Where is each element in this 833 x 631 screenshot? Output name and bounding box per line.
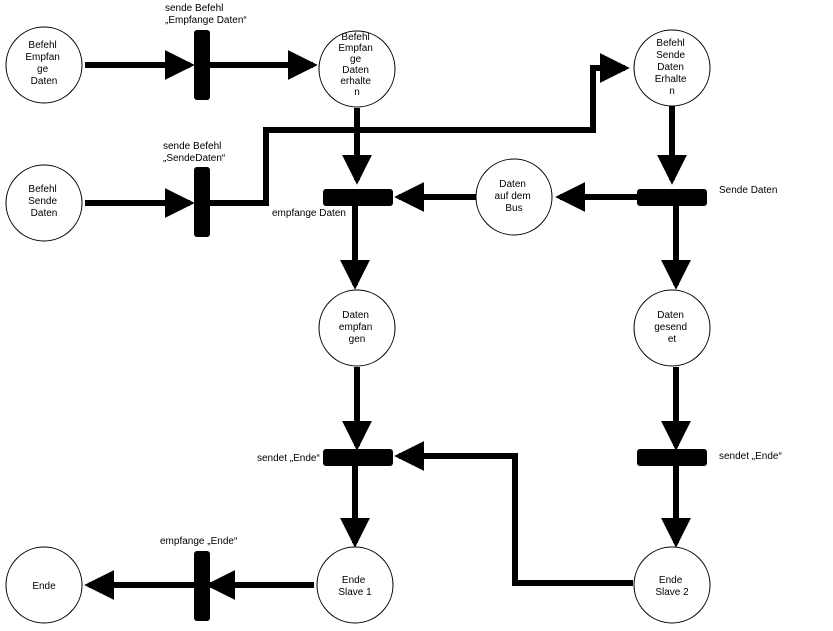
arcs xyxy=(84,50,691,600)
place-label-ende: Ende xyxy=(32,581,56,592)
place-daten-auf-dem-bus xyxy=(475,158,553,236)
transition-label-sendet-ende-2: sendet „Ende“ xyxy=(719,451,782,462)
transition-sende-daten xyxy=(637,189,707,206)
place-label-ende-slave-1: Ende Slave 1 xyxy=(338,575,372,598)
place-label-daten-empfangen: Daten empfan gen xyxy=(339,310,375,345)
place-label-befehl-sende-daten: Befehl Sende Daten xyxy=(28,184,60,219)
transition-label-sendet-ende-1: sendet „Ende“ xyxy=(257,453,320,464)
transition-label-empfange-ende: empfange „Ende“ xyxy=(160,536,237,547)
place-label-ende-slave-2: Ende Slave 2 xyxy=(655,575,689,598)
transition-label-empfange-daten: empfange Daten xyxy=(272,208,346,219)
place-befehl-sende-daten xyxy=(5,164,83,242)
place-ende xyxy=(5,546,83,624)
place-ende-slave-2 xyxy=(633,546,711,624)
transition-empfange-daten xyxy=(323,189,393,206)
transition-label-sende-befehl-sende: sende Befehl „SendeDaten“ xyxy=(163,141,225,164)
place-daten-gesendet xyxy=(633,289,711,367)
place-label-daten-auf-dem-bus: Daten auf dem Bus xyxy=(495,179,534,214)
place-label-befehl-sende-erhalten: Befehl Sende Daten Erhalte n xyxy=(655,38,689,97)
transition-sende-befehl-empfange xyxy=(194,30,210,100)
place-label-daten-gesendet: Daten gesend et xyxy=(654,310,690,345)
transition-sendet-ende-2 xyxy=(637,449,707,466)
place-befehl-empfange-erhalten xyxy=(318,30,396,108)
place-ende-slave-1 xyxy=(316,546,394,624)
arc-transition-to-befehl-sende-erhalten xyxy=(208,53,630,206)
place-befehl-empfange-daten xyxy=(5,26,83,104)
transition-labels: sende Befehl „Empfange Daten“ sende Befe… xyxy=(160,3,782,547)
transition-empfange-ende xyxy=(194,551,210,621)
place-befehl-sende-erhalten xyxy=(633,29,711,107)
arc-ende-slave-2-to-sendet-ende-1 xyxy=(394,441,633,586)
places xyxy=(5,26,711,624)
place-label-befehl-empfange-daten: Befehl Empfan ge Daten xyxy=(25,40,62,87)
transition-label-sende-daten: Sende Daten xyxy=(719,185,777,196)
transition-sende-befehl-sende xyxy=(194,167,210,237)
transition-label-sende-befehl-empfange: sende Befehl „Empfange Daten“ xyxy=(165,3,247,26)
place-labels: Befehl Empfan ge Daten Befehl Sende Date… xyxy=(25,32,689,598)
transitions xyxy=(194,30,707,621)
transition-sendet-ende-1 xyxy=(323,449,393,466)
place-daten-empfangen xyxy=(318,289,396,367)
place-label-befehl-empfange-erhalten: Befehl Empfan ge Daten erhalte n xyxy=(338,32,375,98)
